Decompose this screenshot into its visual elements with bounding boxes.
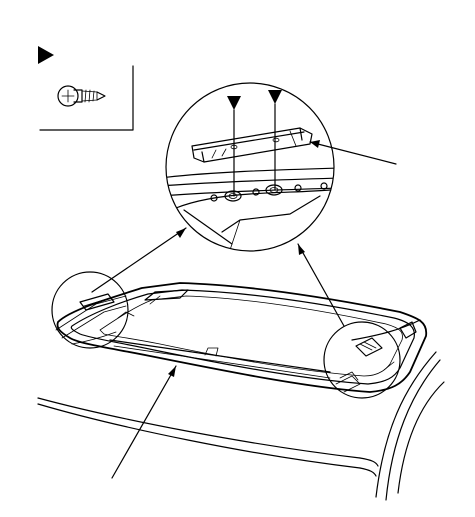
frame-outer-edge bbox=[56, 282, 428, 393]
roof-edge-end-2 bbox=[359, 467, 377, 477]
main-bracket bbox=[191, 127, 313, 163]
legend-frame bbox=[39, 65, 134, 131]
main-rail-bottom bbox=[166, 187, 334, 197]
frame-corner-tab bbox=[399, 321, 417, 339]
arrowhead bbox=[168, 366, 176, 377]
arrowhead bbox=[176, 228, 186, 238]
detail-circle-left-outline bbox=[51, 271, 129, 349]
leader-frame-callout bbox=[111, 365, 177, 479]
right-detail-clip-lines bbox=[359, 341, 377, 351]
tapping-screw-icon bbox=[57, 85, 106, 107]
frame-front-rail-2 bbox=[113, 345, 331, 379]
roof-front-line bbox=[351, 319, 421, 341]
detail-circle-right bbox=[323, 321, 401, 399]
main-screw-right bbox=[265, 184, 283, 196]
left-detail-rail-2 bbox=[61, 305, 127, 339]
sunroof-frame bbox=[56, 282, 428, 393]
black-triangle-down-icon bbox=[268, 90, 282, 104]
callout-lines bbox=[91, 140, 397, 479]
body-side-curve-3 bbox=[397, 381, 445, 494]
frame-rear-bracket bbox=[144, 289, 189, 301]
roof-upper-edge bbox=[37, 397, 361, 459]
right-detail-clip bbox=[355, 337, 383, 357]
main-bracket-ends bbox=[201, 127, 303, 163]
main-inner-panel-2 bbox=[229, 219, 241, 251]
leader-bracket-callout bbox=[309, 141, 397, 165]
frame-right-clip bbox=[339, 371, 359, 381]
main-screw-left bbox=[224, 190, 242, 202]
roof-lower-edge bbox=[37, 403, 361, 469]
arrowhead bbox=[310, 140, 320, 148]
main-rail-top bbox=[166, 167, 334, 179]
frame-rear-bracket-detail bbox=[149, 295, 161, 305]
left-detail-lower-curve bbox=[71, 331, 117, 345]
roof-edge-end bbox=[359, 457, 379, 467]
right-detail-edge bbox=[383, 361, 395, 371]
main-diagonal-left bbox=[183, 209, 233, 245]
detail-circle-main-outline bbox=[165, 82, 335, 252]
main-rail-mid bbox=[166, 177, 334, 187]
left-detail-bracket bbox=[79, 293, 115, 311]
main-bracket-ribs bbox=[211, 148, 227, 159]
glass-opening-edge bbox=[99, 295, 403, 377]
left-detail-rail-1 bbox=[55, 295, 127, 331]
main-rail-lower bbox=[175, 189, 331, 209]
right-detail-lower-clip bbox=[335, 375, 361, 393]
detail-circle-left bbox=[51, 271, 129, 349]
detail-circle-main bbox=[165, 82, 335, 252]
black-triangle-right-icon bbox=[38, 46, 54, 64]
main-inner-panel bbox=[221, 195, 321, 233]
frame-inner-edge bbox=[70, 289, 415, 385]
legend-box bbox=[38, 46, 134, 131]
main-screw-holes bbox=[210, 182, 328, 202]
body-side-curve-2 bbox=[375, 351, 437, 498]
main-bracket-edge bbox=[193, 131, 305, 151]
detail-circle-right-outline bbox=[323, 321, 401, 399]
black-triangle-down-icon bbox=[227, 96, 241, 110]
roof-panel bbox=[37, 319, 445, 501]
body-side-curve-1 bbox=[385, 359, 441, 501]
frame-front-rail bbox=[109, 339, 331, 373]
arrowhead bbox=[298, 244, 305, 255]
frame-side-tab bbox=[117, 311, 135, 319]
main-bracket-tab bbox=[289, 130, 297, 147]
frame-clip-front bbox=[204, 347, 219, 357]
left-detail-bracket-line bbox=[83, 297, 111, 307]
leader-right-to-main bbox=[297, 243, 345, 327]
leader-left-to-main bbox=[91, 227, 187, 293]
